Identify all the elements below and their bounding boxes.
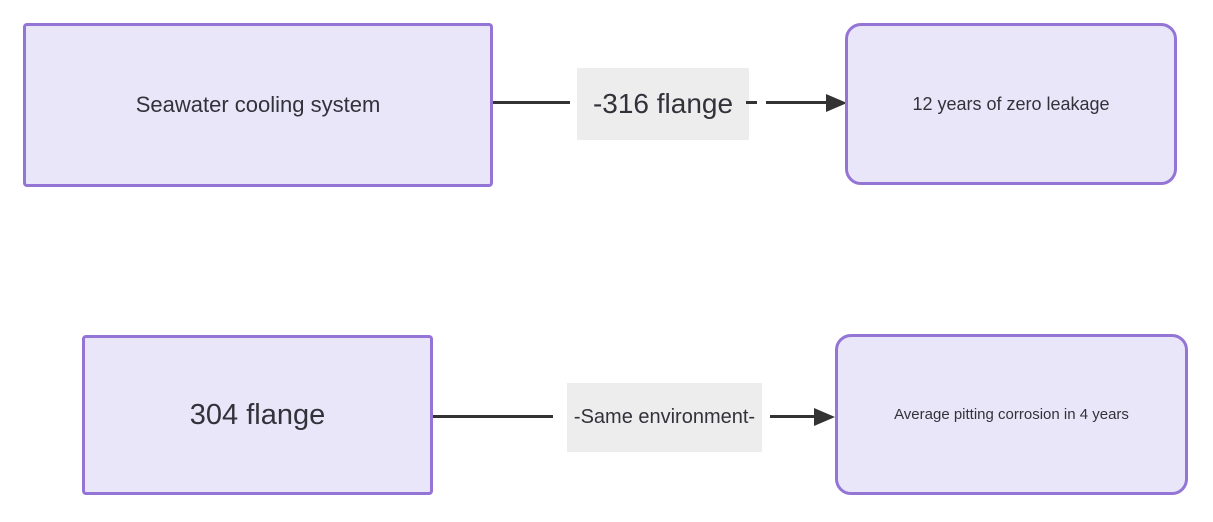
node-12-years-of-zero-leakage: 12 years of zero leakage [845,23,1177,185]
arrowhead-icon [826,94,847,112]
edge-line-row1-dash [746,101,757,104]
edge-line-row1-left [493,101,570,104]
node-label: Average pitting corrosion in 4 years [894,406,1129,423]
node-label: 12 years of zero leakage [912,93,1110,114]
edge-label-text: -316 flange [592,88,734,119]
node-average-pitting-corrosion: Average pitting corrosion in 4 years [835,334,1188,495]
edge-label-text: -Same environment- [573,406,756,428]
node-seawater-cooling-system: Seawater cooling system [23,23,493,187]
edge-line-row2-left [433,415,553,418]
arrowhead-icon [814,408,835,426]
edge-label-316-flange: -316 flange [577,68,749,140]
edge-label-same-environment: -Same environment- [567,383,762,452]
edge-line-row2-right [770,415,814,418]
node-304-flange: 304 flange [82,335,433,495]
node-label: 304 flange [189,398,326,431]
edge-line-row1-right [766,101,826,104]
node-label: Seawater cooling system [135,92,381,117]
